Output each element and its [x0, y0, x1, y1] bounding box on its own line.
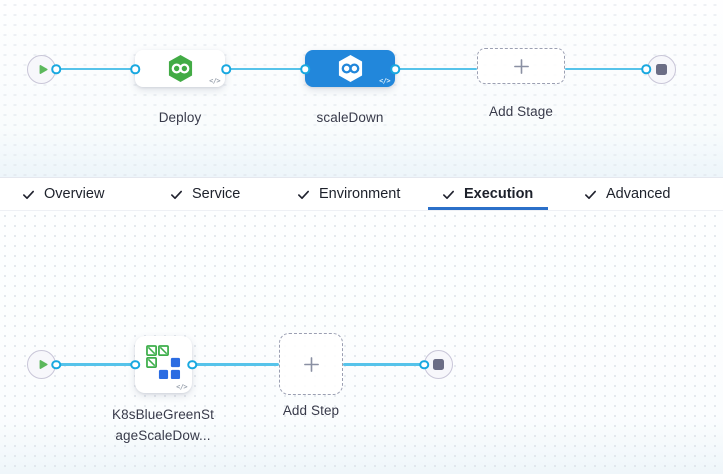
pipeline-end-node [647, 55, 676, 84]
tab-label: Service [192, 186, 241, 202]
add-stage-label: Add Stage [489, 104, 553, 119]
connector-line [192, 363, 279, 366]
stage-node-deploy[interactable]: </> [135, 50, 225, 87]
execution-start-node [27, 350, 56, 379]
code-icon: </> [176, 383, 187, 391]
connector-line [565, 67, 646, 71]
connector-line [56, 363, 135, 366]
cd-stage-hexagon-icon [338, 55, 362, 82]
tab-label: Advanced [606, 186, 671, 202]
check-icon [23, 190, 34, 199]
tab-label: Execution [464, 186, 534, 202]
check-icon [585, 190, 596, 199]
step-label-line2: ageScaleDow... [115, 428, 211, 443]
code-icon: </> [379, 77, 390, 85]
code-icon: </> [209, 77, 220, 85]
step-label: K8sBlueGreenSt ageScaleDow... [98, 404, 228, 446]
stage-node-scaledown[interactable]: </> [305, 50, 395, 87]
connector-port [641, 64, 651, 74]
connector-line [343, 363, 424, 366]
connector-port [187, 359, 197, 370]
step-node-k8s-bluegreen-scaledown[interactable]: </> [135, 336, 192, 393]
active-tab-underline [428, 207, 548, 210]
check-icon [171, 190, 182, 199]
tab-label: Environment [319, 186, 401, 202]
play-icon [39, 360, 48, 369]
connector-line [226, 67, 305, 71]
execution-end-node [424, 350, 453, 379]
check-icon [298, 190, 309, 199]
tab-label: Overview [44, 186, 105, 202]
connector-port [419, 359, 429, 370]
tab-environment[interactable]: Environment [297, 178, 400, 210]
execution-graph-canvas: </> K8sBlueGreenSt ageScaleDow... Add St… [0, 211, 723, 474]
connector-line [56, 67, 135, 71]
connector-port [130, 64, 140, 74]
tab-overview[interactable]: Overview [22, 178, 104, 210]
plus-icon [303, 356, 319, 372]
connector-line [395, 67, 477, 71]
tab-execution[interactable]: Execution [442, 178, 533, 210]
connector-port [300, 64, 310, 74]
step-label-line1: K8sBlueGreenSt [112, 407, 214, 422]
plus-icon [513, 58, 529, 74]
connector-port [51, 359, 61, 370]
stop-icon [433, 359, 444, 370]
tab-advanced[interactable]: Advanced [584, 178, 671, 210]
pipeline-start-node [27, 55, 56, 84]
add-step-label: Add Step [282, 403, 340, 418]
stage-label-scaledown: scaleDown [316, 110, 384, 125]
add-stage-button[interactable] [477, 48, 565, 84]
check-icon [443, 190, 454, 199]
tab-service[interactable]: Service [170, 178, 240, 210]
k8s-bluegreen-scaledown-icon [146, 345, 181, 380]
stop-icon [656, 64, 667, 75]
play-icon [39, 65, 48, 74]
connector-port [51, 64, 61, 74]
add-step-button[interactable] [279, 333, 343, 395]
stage-config-tab-bar: Overview Service Environment Execution A… [0, 177, 723, 211]
stage-graph-canvas: </> </> Deploy scaleDown Add Stage [0, 0, 723, 177]
cd-stage-hexagon-icon [168, 55, 192, 82]
connector-port [221, 64, 231, 74]
connector-port [130, 359, 140, 370]
stage-label-deploy: Deploy [158, 110, 202, 125]
connector-port [390, 64, 400, 74]
